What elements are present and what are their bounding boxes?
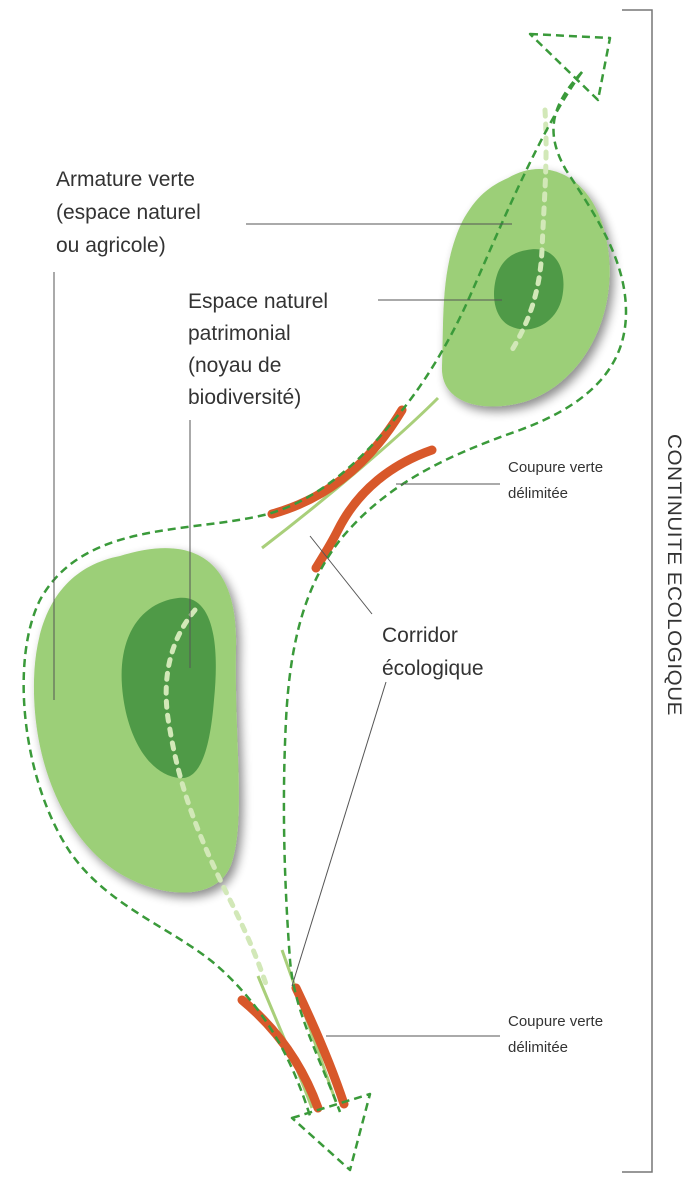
label-coupure-verte-top: Coupure verte délimitée xyxy=(508,459,607,502)
label-armature-line-1: Armature verte xyxy=(56,168,195,191)
label-coupure-top-line-2: délimitée xyxy=(508,485,568,502)
coupure-verte-middle-right xyxy=(316,450,432,568)
label-patrimonial-line-4: biodiversité) xyxy=(188,386,301,409)
label-armature-line-3: ou agricole) xyxy=(56,234,166,257)
label-continuite-ecologique: CONTINUITE ECOLOGIQUE xyxy=(663,434,684,716)
label-armature-verte: Armature verte (espace naturel ou agrico… xyxy=(56,168,207,257)
label-patrimonial-line-2: patrimonial xyxy=(188,322,291,345)
label-espace-patrimonial: Espace naturel patrimonial (noyau de bio… xyxy=(188,290,334,409)
label-patrimonial-line-3: (noyau de xyxy=(188,354,281,377)
label-corridor-line-1: Corridor xyxy=(382,624,458,647)
label-armature-line-2: (espace naturel xyxy=(56,201,201,224)
arrowhead-top xyxy=(530,34,610,100)
arrowhead-bottom xyxy=(292,1094,370,1170)
label-coupure-verte-bottom: Coupure verte délimitée xyxy=(508,1013,607,1056)
label-corridor-ecologique: Corridor écologique xyxy=(382,624,484,680)
label-coupure-bottom-line-2: délimitée xyxy=(508,1039,568,1056)
label-patrimonial-line-1: Espace naturel xyxy=(188,290,328,313)
label-coupure-top-line-1: Coupure verte xyxy=(508,459,603,476)
leader-corridor-bottom xyxy=(292,682,386,986)
label-coupure-bottom-line-1: Coupure verte xyxy=(508,1013,603,1030)
label-corridor-line-2: écologique xyxy=(382,657,484,680)
continuity-bracket xyxy=(622,10,652,1172)
